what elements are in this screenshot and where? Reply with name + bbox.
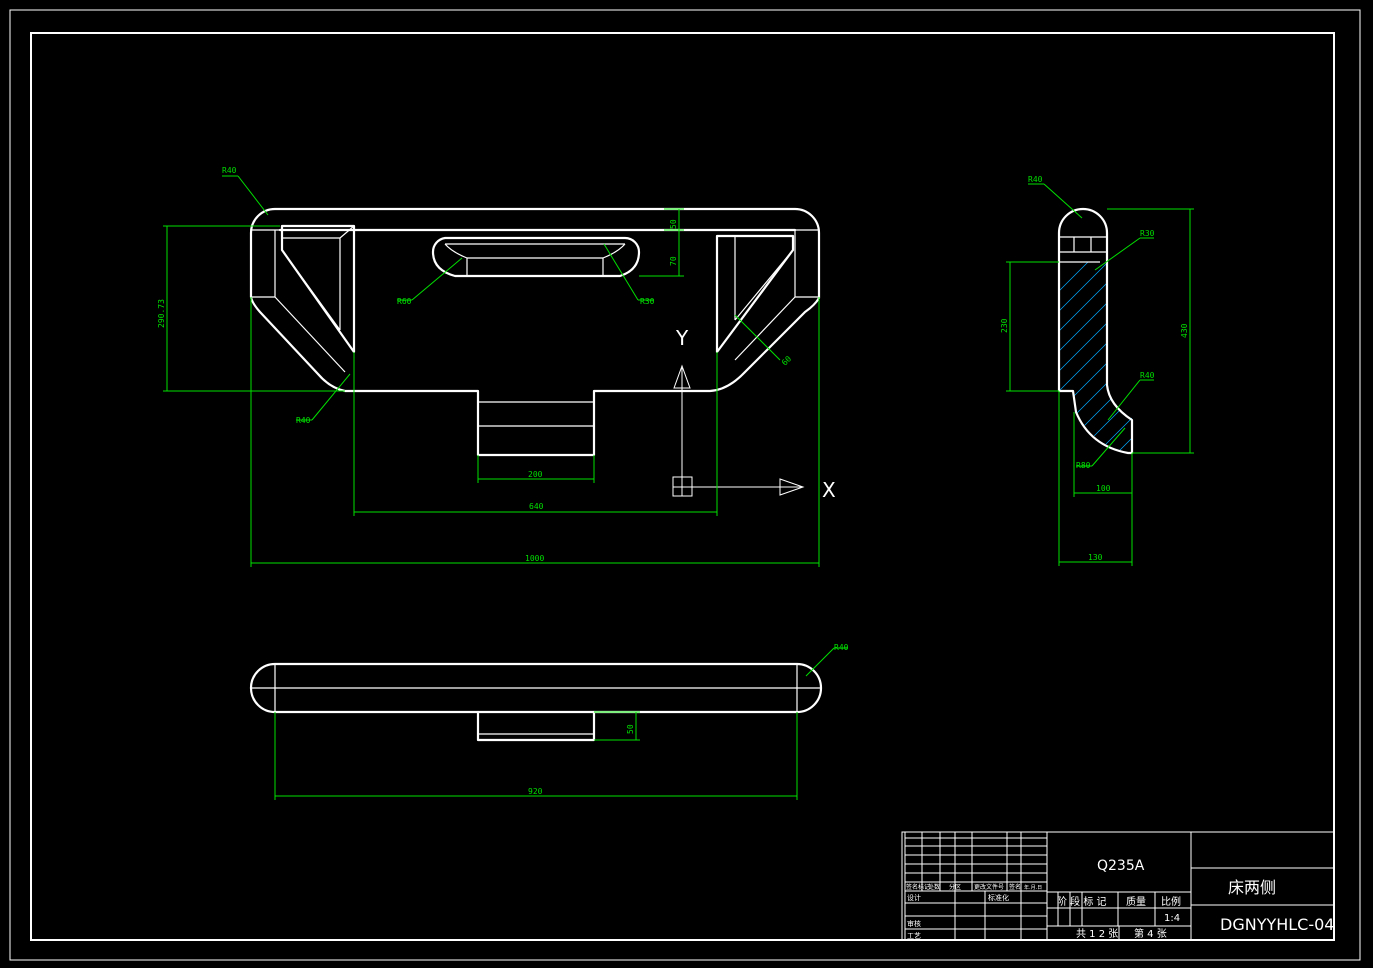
ucs-icon <box>672 364 805 497</box>
axis-x-label: X <box>822 478 836 502</box>
front-slot <box>431 236 641 278</box>
title-block: Q235A 床两侧 DGNYYHLC-04 阶 段 标 记 质量 比例 1:4 … <box>901 831 1335 941</box>
row-label-5: 签名 <box>1009 883 1021 891</box>
front-right-gusset-inner <box>734 236 796 361</box>
dim-side-r80: R80 <box>1076 461 1091 470</box>
scale-label: 比例 <box>1161 895 1181 908</box>
dim-200-tab: 200 <box>528 470 543 479</box>
dim-side-r40-lower: R40 <box>1140 371 1155 380</box>
side-inner-lines <box>1059 236 1107 263</box>
standard-label: 标准化 <box>988 893 1009 902</box>
front-tab-lines <box>478 401 594 427</box>
front-view: Y X R40 R60 R30 R40 50 70 <box>157 166 836 567</box>
row-label-4: 更改文件号 <box>974 883 1004 891</box>
review-label: 审核 <box>907 919 921 928</box>
axis-y-label: Y <box>675 326 689 350</box>
process-label: 工艺 <box>907 932 921 940</box>
sheets-total: 共 1 2 张 <box>1076 928 1118 940</box>
scale-value: 1:4 <box>1164 913 1180 924</box>
front-outline <box>249 207 821 457</box>
sheet-outer-border <box>9 9 1361 961</box>
dim-r30-slot: R30 <box>640 297 655 306</box>
side-hatch <box>1059 262 1132 453</box>
dim-1000-total: 1000 <box>525 554 544 563</box>
top-dimensions: R40 50 920 <box>274 643 849 800</box>
row-label-0: 签名 <box>906 883 918 891</box>
dim-side-100: 100 <box>1096 484 1111 493</box>
dim-60-diag: 60 <box>780 354 793 367</box>
dim-640-inner: 640 <box>529 502 544 511</box>
dim-side-130: 130 <box>1088 553 1103 562</box>
row-label-2: 处数 <box>928 883 940 891</box>
row-label-6: 年.月.日 <box>1024 884 1042 891</box>
weight-label: 质量 <box>1126 896 1146 908</box>
dim-side-r40-top: R40 <box>1028 175 1043 184</box>
dim-70-slot: 70 <box>669 256 678 266</box>
sheet-inner-border <box>30 32 1335 941</box>
front-dimensions: R40 R60 R30 R40 50 70 290.73 <box>157 166 820 567</box>
dim-side-230: 230 <box>1000 318 1009 333</box>
top-inner-lines <box>251 664 821 712</box>
dim-top-r40: R40 <box>834 643 849 652</box>
row-label-1: 标记 <box>918 883 930 891</box>
front-left-gusset-inner <box>274 225 355 373</box>
dim-top-50: 50 <box>626 724 635 734</box>
stage-label: 阶 段 标 记 <box>1057 895 1107 908</box>
drawing-number: DGNYYHLC-04 <box>1220 915 1334 934</box>
side-view: R40 R30 R40 R80 230 430 <box>1000 175 1194 566</box>
dim-r60-slot: R60 <box>397 297 412 306</box>
dim-50-top: 50 <box>669 219 678 229</box>
dim-290-height: 290.73 <box>157 299 166 328</box>
dim-r40-bottom-left: R40 <box>296 416 311 425</box>
top-view: R40 50 920 <box>249 643 849 800</box>
side-dimensions: R40 R30 R40 R80 230 430 <box>1000 175 1194 566</box>
dim-side-430: 430 <box>1180 323 1189 338</box>
top-tab <box>476 710 596 742</box>
front-left-gusset <box>280 224 356 354</box>
side-outline <box>1057 207 1134 455</box>
sheet-index: 第 4 张 <box>1134 927 1167 940</box>
design-label: 设计 <box>907 893 921 902</box>
dim-top-920: 920 <box>528 787 543 796</box>
row-label-3: 分区 <box>949 883 961 891</box>
part-name: 床两侧 <box>1228 878 1276 897</box>
material-label: Q235A <box>1097 858 1145 874</box>
dim-r40-top-left: R40 <box>222 166 237 175</box>
front-slot-inner <box>444 243 626 276</box>
dim-side-r30: R30 <box>1140 229 1155 238</box>
